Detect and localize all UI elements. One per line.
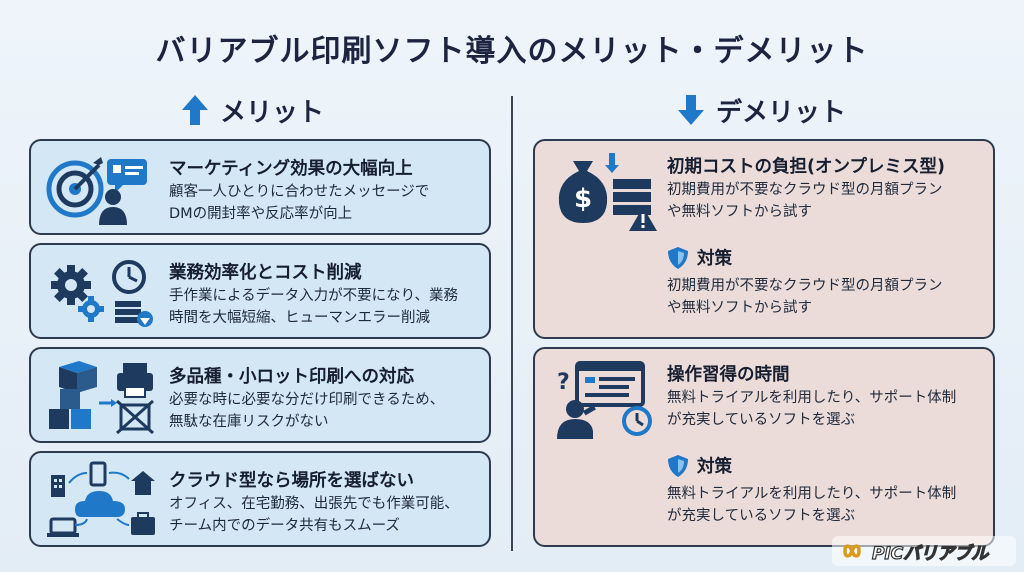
countermeasure-label: 対策 xyxy=(697,457,732,477)
merit-card-text: DMの開封率や反応率が向上 xyxy=(169,206,353,222)
merit-card-title: 業務効率化とコスト削減 xyxy=(169,263,362,283)
demerit-heading: デメリット xyxy=(676,92,846,128)
merit-card-text: 顧客一人ひとりに合わせたメッセージで xyxy=(169,184,430,200)
merit-card-title: マーケティング効果の大幅向上 xyxy=(169,159,413,179)
merit-card-text: 無駄な在庫リスクがない xyxy=(169,414,329,430)
infinity-logo-icon xyxy=(843,544,861,558)
demerit-card-learning-time: ? 操作習得の時間 無料トライアルを利用したり、サポート体制 が充実しているソフ… xyxy=(533,347,995,547)
merit-card-efficiency: 業務効率化とコスト削減 手作業によるデータ入力が不要になり、業務 時間を大幅短縮… xyxy=(29,243,491,339)
brand-logo: PICバリアブル xyxy=(832,536,1016,566)
printer-boxes-icon xyxy=(49,361,154,435)
merit-heading-label: メリット xyxy=(220,97,325,128)
demerit-card-text: 無料トライアルを利用したり、サポート体制 xyxy=(667,390,957,406)
column-divider xyxy=(511,96,513,551)
shield-icon xyxy=(668,246,688,269)
merit-card-text: 手作業によるデータ入力が不要になり、業務 xyxy=(169,288,458,304)
merit-card-cloud: クラウド型なら場所を選ばない オフィス、在宅勤務、出張先でも作業可能、 チーム内… xyxy=(29,451,491,547)
demerit-card-title: 初期コストの負担(オンプレミス型) xyxy=(667,157,945,177)
shield-icon xyxy=(668,454,688,477)
demerit-card-text: 初期費用が不要なクラウド型の月額プラン xyxy=(667,182,943,198)
merit-card-text: 必要な時に必要な分だけ印刷できるため、 xyxy=(169,392,445,408)
merit-card-text: オフィス、在宅勤務、出張先でも作業可能、 xyxy=(169,496,459,512)
demerit-card-text: が充実しているソフトを選ぶ xyxy=(667,412,856,428)
countermeasure-heading: 対策 xyxy=(667,453,732,478)
countermeasure-text: 初期費用が不要なクラウド型の月額プラン xyxy=(667,278,943,294)
learning-clock-icon: ? xyxy=(557,361,652,439)
gears-clock-icon xyxy=(51,260,153,327)
svg-text:$: $ xyxy=(574,184,592,214)
merit-heading: メリット xyxy=(180,92,324,128)
cloud-devices-icon xyxy=(47,461,155,537)
demerit-card-initial-cost: $ 初期コストの負担(オンプレミス型) 初期費用が不要なクラウド型の月額プラン … xyxy=(533,139,995,339)
merit-card-text: チーム内でのデータ共有もスムーズ xyxy=(169,518,400,534)
svg-text:?: ? xyxy=(557,370,570,395)
countermeasure-text: が充実しているソフトを選ぶ xyxy=(667,508,856,524)
brand-logo-text: PICバリアブル xyxy=(871,543,989,564)
money-bag-server-icon: $ xyxy=(558,153,657,231)
merit-card-small-lot: 多品種・小ロット印刷への対応 必要な時に必要な分だけ印刷できるため、 無駄な在庫… xyxy=(29,347,491,443)
page-title: バリアブル印刷ソフト導入のメリット・デメリット xyxy=(155,34,869,69)
merit-card-title: クラウド型なら場所を選ばない xyxy=(169,471,414,491)
countermeasure-heading: 対策 xyxy=(667,245,732,270)
target-customer-icon xyxy=(46,157,147,225)
merit-card-title: 多品種・小ロット印刷への対応 xyxy=(169,367,414,387)
countermeasure-label: 対策 xyxy=(697,249,732,269)
countermeasure-text: 無料トライアルを利用したり、サポート体制 xyxy=(667,486,957,502)
arrow-up-icon xyxy=(182,95,208,125)
countermeasure-text: や無料ソフトから試す xyxy=(667,300,812,316)
demerit-card-title: 操作習得の時間 xyxy=(667,365,790,385)
merit-card-text: 時間を大幅短縮、ヒューマンエラー削減 xyxy=(169,310,430,326)
demerit-heading-label: デメリット xyxy=(716,97,847,128)
demerit-card-text: や無料ソフトから試す xyxy=(667,204,812,220)
merit-card-marketing: マーケティング効果の大幅向上 顧客一人ひとりに合わせたメッセージで DMの開封率… xyxy=(29,139,491,235)
arrow-down-icon xyxy=(678,95,704,125)
